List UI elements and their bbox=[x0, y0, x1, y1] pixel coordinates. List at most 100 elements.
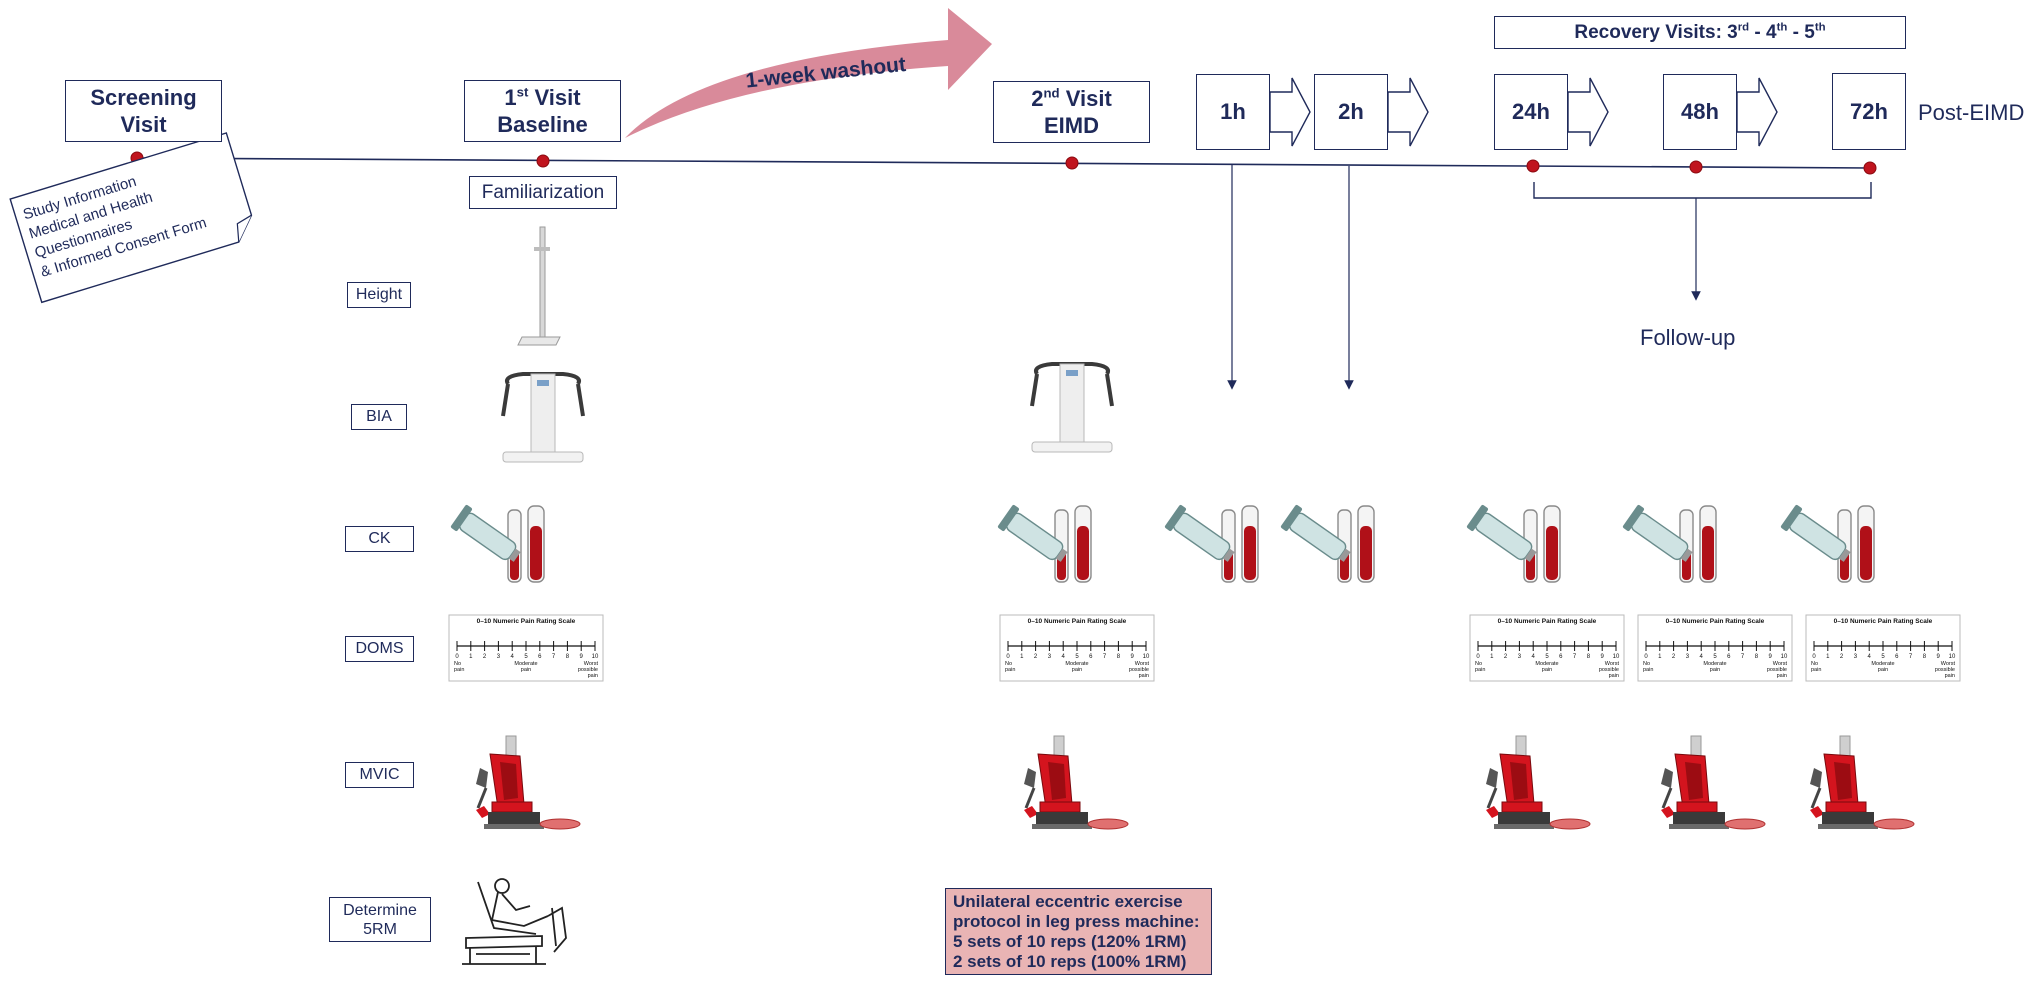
timeline-dot-24h bbox=[1526, 159, 1540, 173]
pain-scale-tick-label: 10 bbox=[1613, 654, 1620, 660]
pain-scale-tick-label: 2 bbox=[1034, 654, 1038, 660]
pain-scale-tick-label: 4 bbox=[1868, 654, 1872, 660]
protocol-line-1: Unilateral eccentric exercise bbox=[953, 891, 1183, 911]
pain-scale-tick-label: 4 bbox=[1700, 654, 1704, 660]
pain-scale-tick-label: 10 bbox=[1143, 654, 1150, 660]
washout-arrow bbox=[625, 8, 992, 138]
timeline-dot-72h bbox=[1863, 161, 1877, 175]
pain-scale-tick-label: 3 bbox=[1686, 654, 1690, 660]
followup-bracket bbox=[1533, 182, 1872, 199]
measure-doms-box: DOMS bbox=[345, 636, 414, 662]
screening-visit-line2: Visit bbox=[120, 112, 167, 137]
first-visit-line2: Baseline bbox=[497, 112, 588, 137]
pain-scale-tick-label: 8 bbox=[1587, 654, 1591, 660]
pain-scale-right-label: Worst bbox=[1135, 661, 1150, 667]
pain-scale-tick-label: 1 bbox=[1658, 654, 1662, 660]
pain-scale-right-label: Worst bbox=[1941, 661, 1956, 667]
pain-scale-tick-label: 8 bbox=[566, 654, 570, 660]
second-visit-line2: EIMD bbox=[1044, 113, 1099, 138]
screening-visit-box: Screening Visit bbox=[65, 80, 222, 142]
pain-scale-right-label: possible bbox=[1599, 667, 1619, 673]
pain-scale-left-label: pain bbox=[1475, 667, 1485, 673]
blood-sample-icon-24h bbox=[1465, 503, 1561, 583]
post-eimd-label: Post-EIMD bbox=[1918, 100, 2025, 125]
measure-bia-box: BIA bbox=[351, 404, 407, 430]
pain-scale-tick-label: 0 bbox=[1006, 654, 1010, 660]
mvic-machine-icon-eimd bbox=[1022, 734, 1130, 831]
pain-scale-tick-label: 6 bbox=[1559, 654, 1563, 660]
pain-scale-tick-label: 0 bbox=[455, 654, 459, 660]
pain-scale-left-label: No bbox=[454, 661, 461, 667]
blood-sample-icon-2h bbox=[1279, 503, 1375, 583]
hour-box-1h: 1h bbox=[1196, 74, 1270, 150]
mvic-machine-icon-24h bbox=[1484, 734, 1592, 831]
pain-scale-tick-label: 9 bbox=[580, 654, 584, 660]
measure-ck-box: CK bbox=[345, 526, 414, 552]
hour-box-48h: 48h bbox=[1663, 74, 1737, 150]
pain-scale-right-label: possible bbox=[1935, 667, 1955, 673]
pain-scale-tick-label: 10 bbox=[1949, 654, 1956, 660]
pain-scale-tick-label: 6 bbox=[1895, 654, 1899, 660]
pain-scale-right-label: pain bbox=[1777, 673, 1787, 679]
pain-scale-title: 0–10 Numeric Pain Rating Scale bbox=[1028, 618, 1127, 625]
timeline-line bbox=[136, 157, 1871, 169]
mvic-machine-icon-72h bbox=[1808, 734, 1916, 831]
measure-5rm-box: Determine 5RM bbox=[329, 897, 431, 942]
hour-box-72h: 72h bbox=[1832, 73, 1906, 150]
pain-scale-tick-label: 1 bbox=[1020, 654, 1024, 660]
pain-scale-left-label: pain bbox=[1811, 667, 1821, 673]
pain-scale-tick-label: 5 bbox=[1713, 654, 1717, 660]
pain-scale-tick-label: 7 bbox=[1103, 654, 1107, 660]
mvic-machine-icon-48h bbox=[1659, 734, 1767, 831]
pain-scale-tick-label: 7 bbox=[552, 654, 556, 660]
pain-scales: 0–10 Numeric Pain Rating Scale 0 1 2 3 4 5 6 7 8 9… bbox=[448, 614, 1961, 682]
pain-scale-tick-label: 0 bbox=[1812, 654, 1816, 660]
pain-scale-left-label: pain bbox=[1643, 667, 1653, 673]
hour-box-2h: 2h bbox=[1314, 74, 1388, 150]
pain-scale-tick-label: 2 bbox=[1672, 654, 1676, 660]
pain-scale-tick-label: 9 bbox=[1937, 654, 1941, 660]
pain-scale-right-label: pain bbox=[1609, 673, 1619, 679]
pain-scale-right-label: Worst bbox=[584, 661, 599, 667]
pain-scale-tick-label: 6 bbox=[538, 654, 542, 660]
followup-label: Follow-up bbox=[1640, 325, 1736, 350]
bia-scale-icon-eimd bbox=[1030, 362, 1114, 454]
recovery-visits-box: Recovery Visits: 3rd - 4th - 5th bbox=[1494, 16, 1906, 49]
pain-scale-tick-label: 9 bbox=[1601, 654, 1605, 660]
pain-scale-tick-label: 10 bbox=[592, 654, 599, 660]
blood-sample-icon-72h bbox=[1779, 503, 1875, 583]
pain-scale-tick-label: 9 bbox=[1769, 654, 1773, 660]
pain-scale-middle-label: pain bbox=[1072, 667, 1082, 673]
pain-scale-tick-label: 4 bbox=[1062, 654, 1066, 660]
timeline-dot-48h bbox=[1689, 160, 1703, 174]
protocol-line-3: 5 sets of 10 reps (120% 1RM) bbox=[953, 931, 1187, 951]
first-visit-line1: 1st Visit bbox=[504, 84, 581, 110]
pain-scale-left-label: No bbox=[1643, 661, 1650, 667]
hour-box-24h: 24h bbox=[1494, 74, 1568, 150]
pain-scale-tick-label: 3 bbox=[497, 654, 501, 660]
chevron-1h bbox=[1269, 77, 1311, 147]
pain-scale-tick-label: 3 bbox=[1048, 654, 1052, 660]
pain-scale-tick-label: 10 bbox=[1781, 654, 1788, 660]
pain-scale-tick-label: 1 bbox=[1826, 654, 1830, 660]
blood-sample-icon-baseline bbox=[449, 503, 545, 583]
pain-scale-tick-label: 5 bbox=[524, 654, 528, 660]
pain-scale-right-label: possible bbox=[1767, 667, 1787, 673]
pain-scale-tick-label: 1 bbox=[1490, 654, 1494, 660]
pain-scale-right-label: pain bbox=[1945, 673, 1955, 679]
pain-scale-middle-label: Moderate bbox=[1535, 661, 1558, 667]
pain-scale-left-label: pain bbox=[454, 667, 464, 673]
pain-scale-tick-label: 2 bbox=[483, 654, 487, 660]
familiarization-box: Familiarization bbox=[469, 176, 617, 209]
blood-sample-icon-eimd bbox=[996, 503, 1092, 583]
pain-scale-right-label: possible bbox=[1129, 667, 1149, 673]
pain-scale-middle-label: pain bbox=[521, 667, 531, 673]
pain-scale-middle-label: pain bbox=[1710, 667, 1720, 673]
pain-scale-tick-label: 1 bbox=[469, 654, 473, 660]
pain-scale-left-label: pain bbox=[1005, 667, 1015, 673]
timeline-dots bbox=[130, 151, 1877, 175]
